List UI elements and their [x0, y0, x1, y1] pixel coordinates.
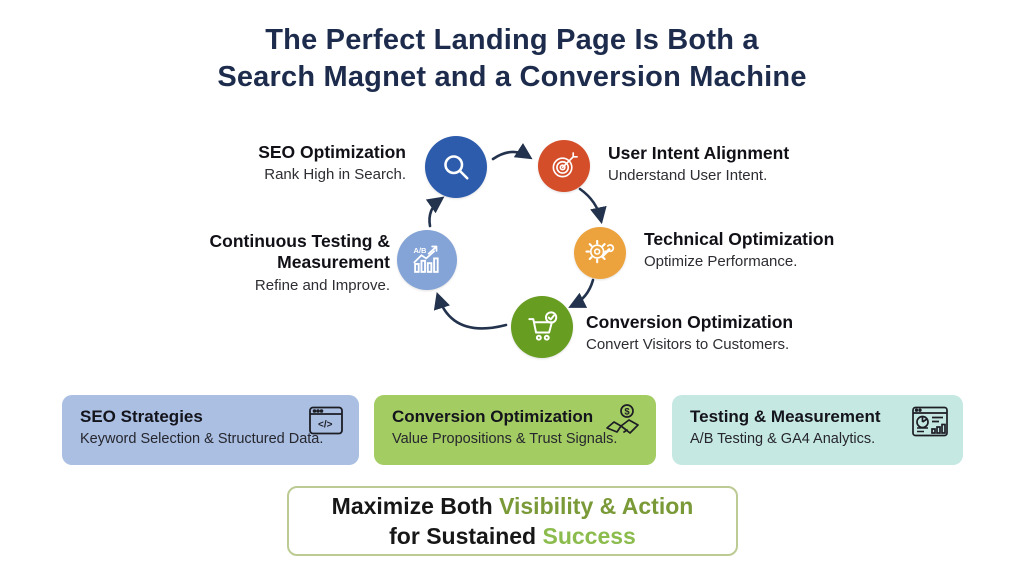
card-subtitle: Value Propositions & Trust Signals. [392, 431, 618, 448]
page-title-line1: The Perfect Landing Page Is Both a [265, 24, 759, 56]
label-subtitle: Optimize Performance. [644, 253, 798, 271]
ab-icon-text: A/B [414, 246, 428, 255]
analytics-dashboard-icon [910, 406, 950, 445]
label-subtitle: Understand User Intent. [608, 167, 768, 185]
banner-black-1: Maximize Both [331, 492, 500, 519]
arrow-conversion-to-testing [433, 291, 508, 330]
node-technical-optimization [574, 227, 626, 279]
label-user-intent: User Intent Alignment Understand User In… [608, 143, 868, 185]
page-title-line2: Search Magnet and a Conversion Machine [217, 61, 807, 94]
banner-green-2: Success [542, 523, 636, 549]
card-conversion-optimization: Conversion Optimization Value Propositio… [374, 395, 656, 465]
banner-green-1: Visibility & Action [499, 492, 694, 519]
label-subtitle: Convert Visitors to Customers. [586, 336, 790, 354]
target-dart-icon [547, 149, 581, 183]
card-title: SEO Strategies [80, 407, 203, 426]
handshake-dollar-icon: $ [603, 402, 643, 447]
arrow-intent-to-technical [578, 187, 607, 225]
label-title: SEO Optimization [258, 142, 406, 162]
card-subtitle: Keyword Selection & Structured Data. [80, 431, 324, 448]
card-testing-measurement: Testing & Measurement A/B Testing & GA4 … [672, 395, 963, 465]
label-continuous-testing: Continuous Testing & Measurement Refine … [194, 231, 391, 295]
card-title: Testing & Measurement [690, 407, 881, 426]
label-seo-optimization: SEO Optimization Rank High in Search. [176, 142, 406, 184]
label-subtitle: Rank High in Search. [264, 166, 406, 184]
gear-wrench-icon [583, 236, 617, 270]
label-conversion-optimization: Conversion Optimization Convert Visitors… [586, 312, 866, 354]
code-window-icon: </> [306, 406, 346, 443]
label-title: User Intent Alignment [608, 143, 790, 163]
label-title: Continuous Testing & Measurement [209, 231, 391, 273]
summary-banner: Maximize Both Visibility & Action for Su… [287, 486, 738, 556]
ab-chart-icon: A/B [408, 241, 446, 279]
banner-black-2: for Sustained [389, 523, 543, 549]
code-icon-text: </> [318, 420, 333, 431]
dollar-icon-text: $ [624, 407, 630, 418]
page-title: The Perfect Landing Page Is Both a Searc… [0, 22, 1024, 96]
node-seo-optimization [425, 136, 487, 198]
node-continuous-testing: A/B [397, 230, 457, 290]
label-title: Conversion Optimization [586, 312, 794, 332]
arrow-testing-to-seo [425, 196, 445, 228]
arrow-seo-to-intent [491, 143, 533, 161]
card-title: Conversion Optimization [392, 407, 594, 426]
label-subtitle: Refine and Improve. [254, 276, 390, 294]
label-title: Technical Optimization [644, 229, 835, 249]
label-technical-optimization: Technical Optimization Optimize Performa… [644, 229, 904, 271]
node-user-intent [538, 140, 590, 192]
cart-check-icon [523, 308, 561, 346]
node-conversion-optimization [511, 296, 573, 358]
card-seo-strategies: SEO Strategies Keyword Selection & Struc… [62, 395, 359, 465]
summary-banner-text: Maximize Both Visibility & Action for Su… [332, 491, 694, 552]
magnifier-icon [438, 149, 474, 185]
card-subtitle: A/B Testing & GA4 Analytics. [690, 431, 876, 448]
arrow-technical-to-conversion [568, 278, 595, 308]
